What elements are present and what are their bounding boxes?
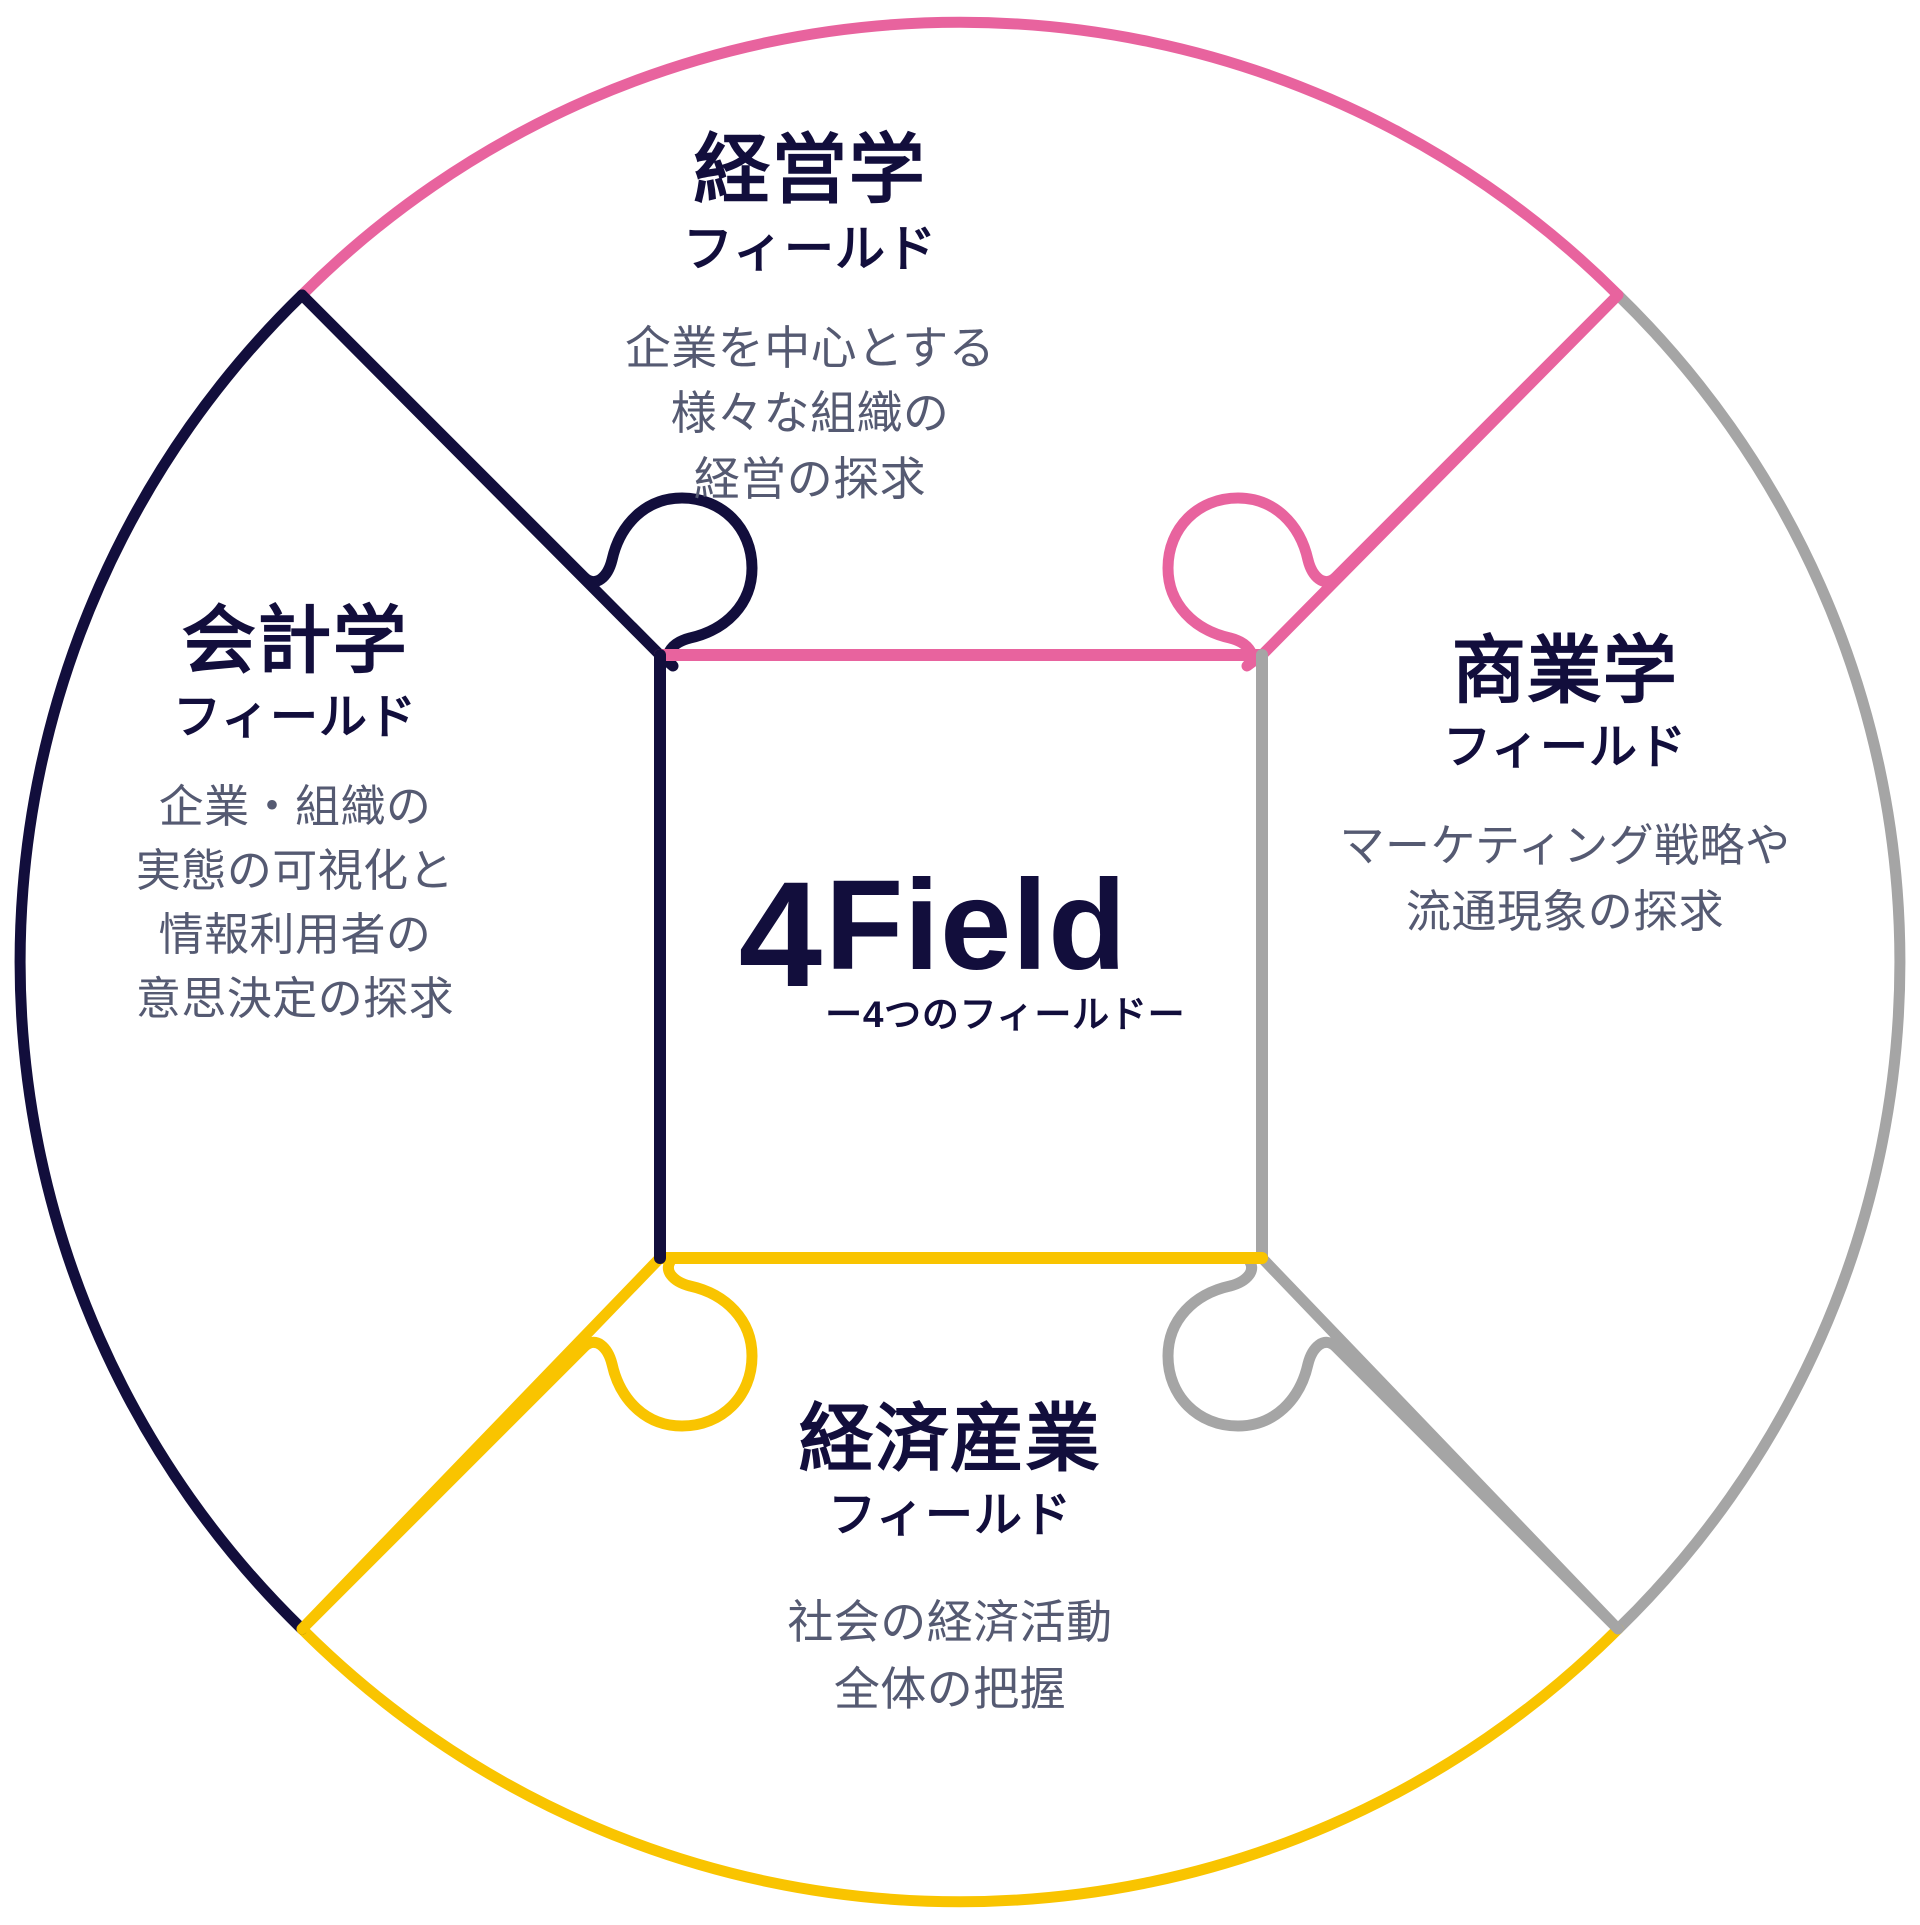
field-block-economy: 経済産業 フィールド 社会の経済活動 全体の把握 <box>650 1397 1250 1722</box>
center-logo-block: 4 Field ー4つのフィールドー <box>660 850 1264 1038</box>
arc-bottom-economy <box>296 1623 1624 1908</box>
center-logo-subtitle: ー4つのフィールドー <box>825 994 1186 1035</box>
field-block-commerce: 商業学 フィールド マーケティング戦略や 流通現象の探求 <box>1330 629 1800 945</box>
arc-right-commerce <box>1612 289 1906 1635</box>
field-subtitle-accounting: フィールド <box>173 690 417 744</box>
center-logo-number: 4 <box>738 850 822 1018</box>
spoke-southeast <box>1162 1252 1624 1635</box>
spoke-southwest <box>296 1252 758 1635</box>
field-title-management: 経営学 <box>693 128 927 213</box>
field-subtitle-economy: フィールド <box>828 1488 1072 1542</box>
spoke-northeast <box>1162 289 1624 672</box>
field-title-economy: 経済産業 <box>799 1397 1101 1480</box>
field-title-commerce: 商業学 <box>1451 629 1679 712</box>
spoke-northwest <box>296 289 758 672</box>
field-title-accounting: 会計学 <box>181 599 409 682</box>
field-description-commerce: マーケティング戦略や 流通現象の探求 <box>1339 820 1791 937</box>
field-description-economy: 社会の経済活動 全体の把握 <box>787 1596 1113 1715</box>
field-description-management: 企業を中心とする 様々な組織の 経営の探求 <box>624 322 996 505</box>
field-block-accounting: 会計学 フィールド 企業・組織の 実態の可視化と 情報利用者の 意思決定の探求 <box>60 599 530 1031</box>
arc-top-management <box>296 16 1624 301</box>
center-logo-word: Field <box>825 854 1127 997</box>
center-logo-text-group: Field ー4つのフィールドー <box>825 862 1185 1038</box>
arc-left-accounting <box>14 289 308 1635</box>
field-block-management: 経営学 フィールド 企業を中心とする 様々な組織の 経営の探求 <box>540 128 1080 512</box>
field-description-accounting: 企業・組織の 実態の可視化と 情報利用者の 意思決定の探求 <box>135 781 455 1024</box>
center-logo-row: 4 Field ー4つのフィールドー <box>660 850 1264 1038</box>
field-subtitle-commerce: フィールド <box>1443 720 1687 774</box>
field-subtitle-management: フィールド <box>683 221 937 278</box>
